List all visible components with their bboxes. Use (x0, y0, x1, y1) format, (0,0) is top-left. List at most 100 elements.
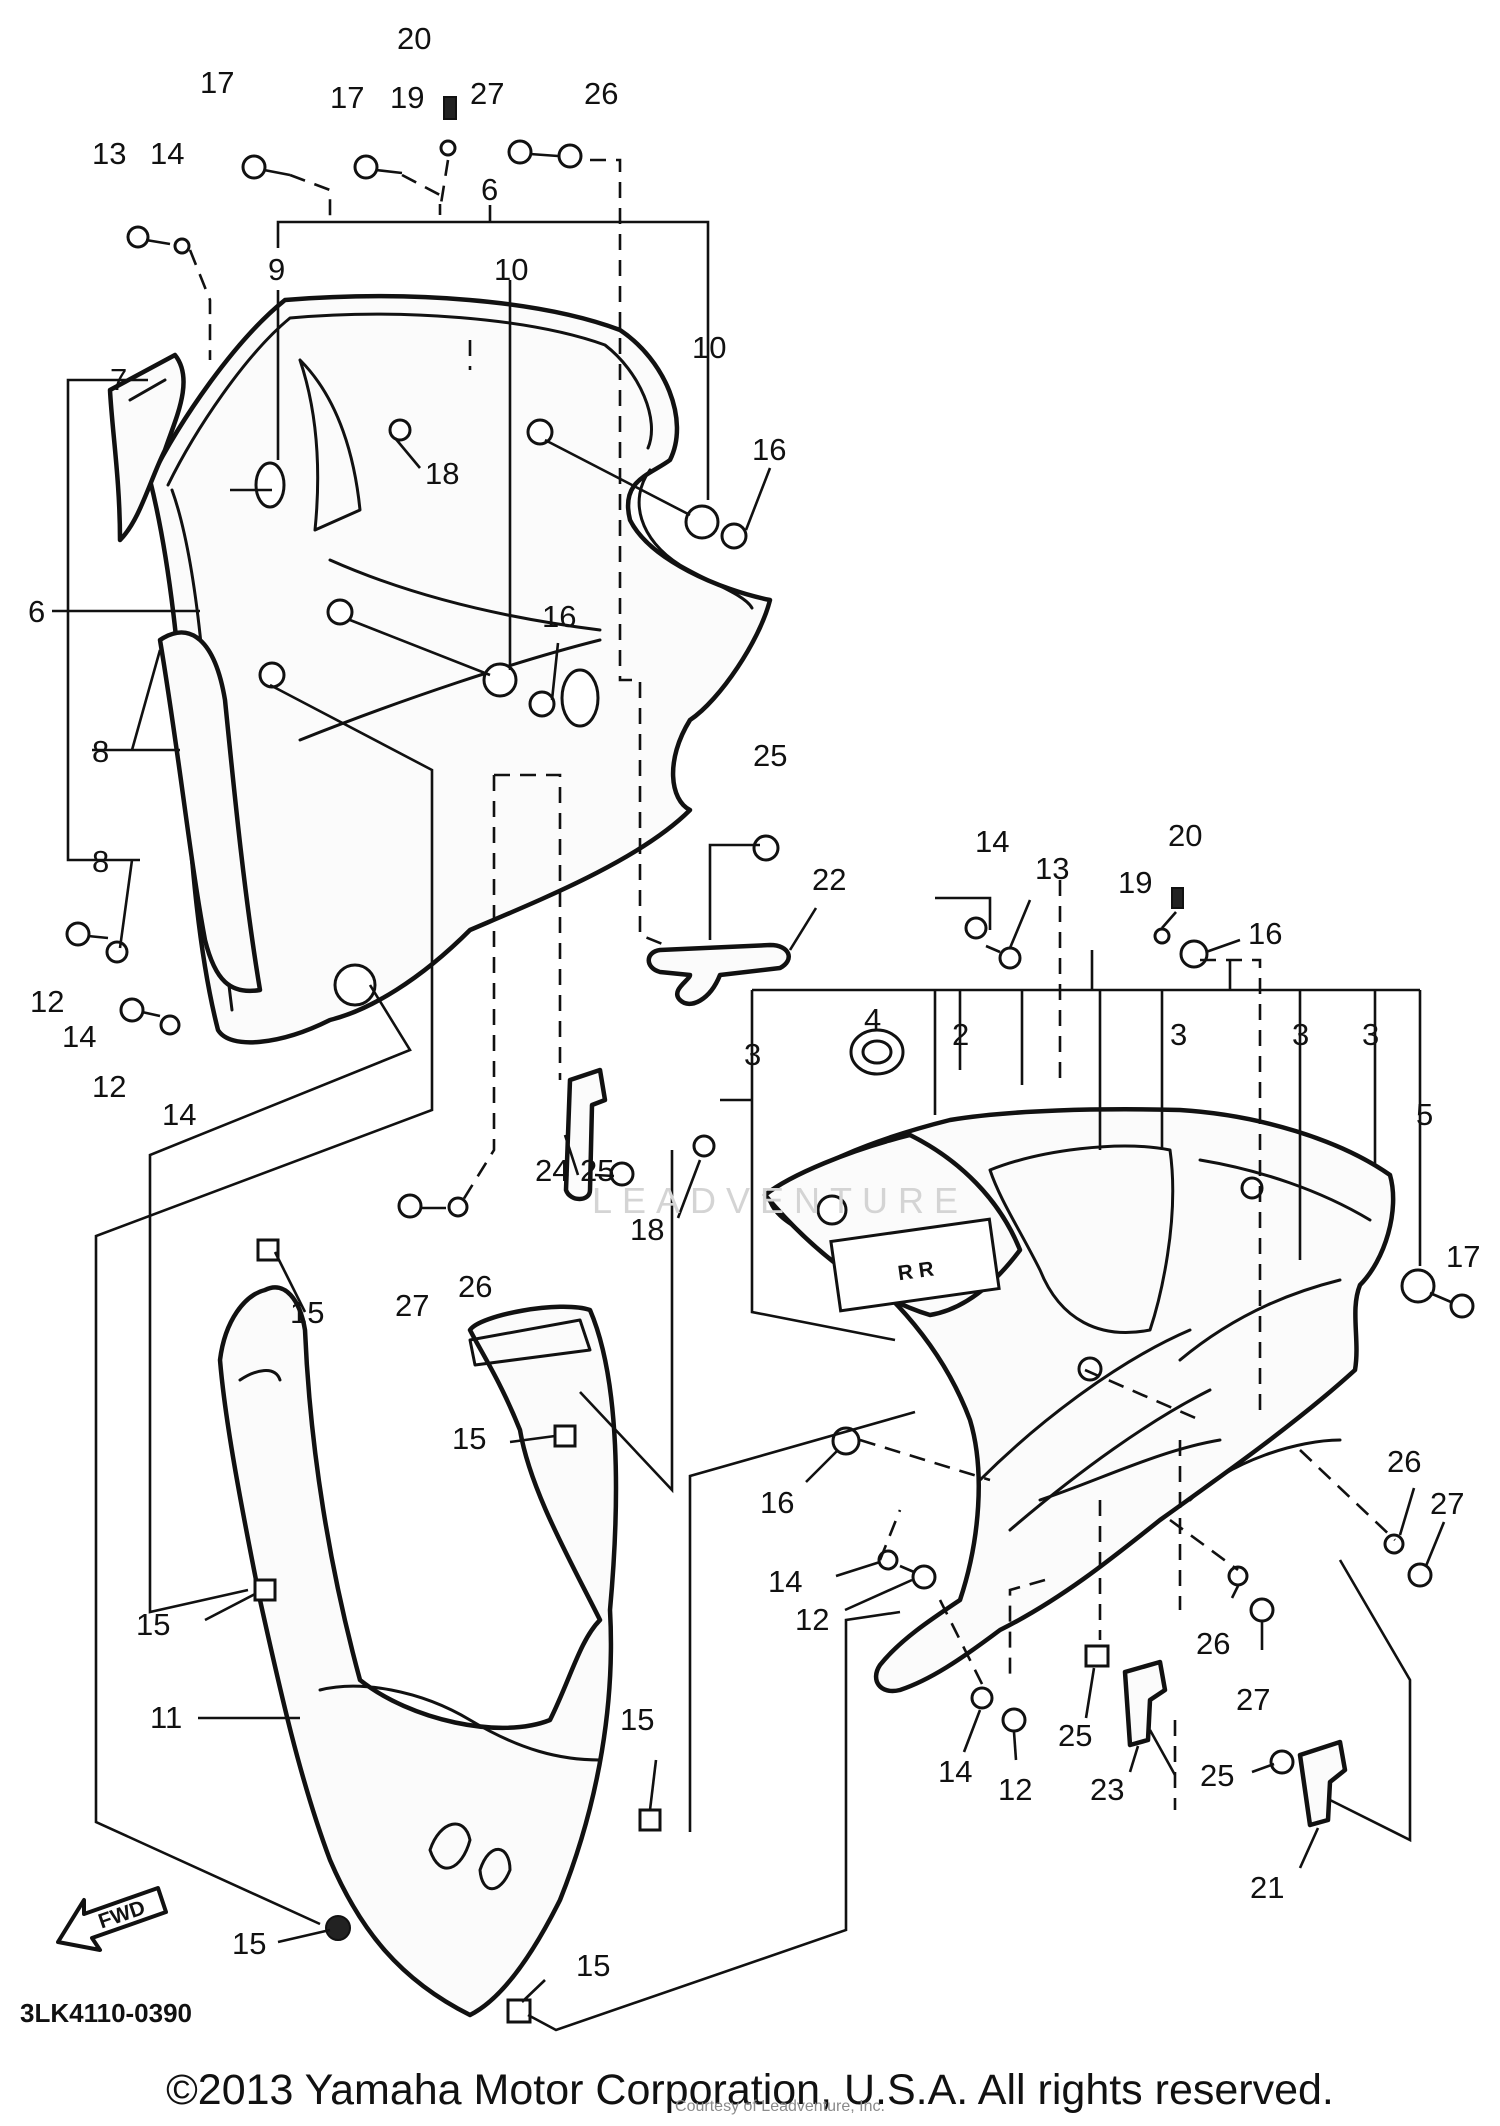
callout-15: 15 (232, 1926, 266, 1961)
callout-11: 11 (150, 1700, 182, 1735)
grommet-5 (1400, 1268, 1436, 1304)
washer-14-e (877, 1549, 899, 1571)
collar-27-d (1249, 1597, 1275, 1623)
nut-15-a (256, 1238, 280, 1262)
washer-14-c (159, 1014, 181, 1036)
callout-17: 17 (330, 80, 364, 115)
rivet-nut-upper (326, 418, 554, 626)
callout-10: 10 (692, 330, 726, 365)
callout-19: 19 (390, 80, 424, 115)
callout-10: 10 (494, 252, 528, 287)
washer-14-d (964, 916, 988, 940)
callout-26: 26 (1196, 1626, 1230, 1661)
callout-8: 8 (92, 844, 109, 879)
collar-27-a (507, 139, 559, 165)
decal-rr: R R (896, 1258, 935, 1286)
watermark: LEADVENTURE (591, 1180, 969, 1221)
nut-25-b (609, 1161, 635, 1187)
callout-14: 14 (938, 1754, 972, 1789)
callout-17: 17 (1446, 1239, 1480, 1274)
bolt-17-b (353, 154, 403, 180)
credit-line: Courtesy of Leadventure, Inc. (675, 2098, 885, 2115)
callout-25: 25 (580, 1153, 614, 1188)
grommet-9 (254, 461, 286, 509)
bolt-17-c (1429, 1291, 1475, 1319)
callout-6: 6 (28, 594, 45, 629)
inner-panel-8 (157, 630, 263, 994)
callout-15: 15 (136, 1607, 170, 1642)
washer-14-a (173, 237, 191, 255)
callout-26: 26 (584, 76, 618, 111)
callout-14: 14 (162, 1097, 196, 1132)
callout-9: 9 (268, 252, 285, 287)
nut-15-d (638, 1808, 662, 1832)
under-cowling-left (217, 1285, 619, 2018)
nut-25-d (1269, 1749, 1295, 1775)
callout-26: 26 (458, 1269, 492, 1304)
bolt-13-a (126, 225, 171, 249)
callout-24: 24 (535, 1153, 569, 1188)
callout-25: 25 (1058, 1718, 1092, 1753)
callout-26: 26 (1387, 1444, 1421, 1479)
assembly-dashed-lines (188, 158, 1396, 1810)
callout-14: 14 (62, 1019, 96, 1054)
washer-19-a (439, 139, 457, 157)
bracket-23 (1122, 1659, 1168, 1748)
bolt-12-a (65, 921, 109, 947)
callout-15: 15 (620, 1702, 654, 1737)
callout-12: 12 (92, 1069, 126, 1104)
clip-18-b (692, 1134, 716, 1158)
nut-15-b (553, 1424, 577, 1448)
nut-25-c (1084, 1644, 1110, 1668)
callout-14: 14 (975, 824, 1009, 859)
callout-8: 8 (92, 734, 109, 769)
callout-27: 27 (1430, 1486, 1464, 1521)
callout-25: 25 (753, 738, 787, 773)
callout-27: 27 (470, 76, 504, 111)
callout-23: 23 (1090, 1772, 1124, 1807)
callout-16: 16 (1248, 916, 1282, 951)
forward-arrow-marker: FWD (56, 1886, 168, 1952)
hardware (65, 96, 1475, 2024)
washer-26-a (557, 143, 583, 169)
callout-12: 12 (795, 1602, 829, 1637)
callout-20: 20 (397, 21, 431, 56)
callout-14: 14 (768, 1564, 802, 1599)
stay-22 (646, 942, 791, 1007)
bolt-17-a (241, 154, 291, 180)
callout-3: 3 (1292, 1017, 1309, 1052)
copyright-notice: ©2013 Yamaha Motor Corporation, U.S.A. A… (166, 2066, 1334, 2114)
callout-12: 12 (30, 984, 64, 1019)
grommet-10-b (482, 662, 518, 698)
callout-5: 5 (1416, 1097, 1433, 1132)
bolt-13-b (985, 944, 1022, 970)
callout-14: 14 (150, 136, 184, 171)
callout-labels: 20 17 17 19 27 26 13 14 6 9 10 10 7 18 1… (28, 21, 1480, 1983)
callout-21: 21 (1250, 1870, 1284, 1905)
washer-26-b (447, 1196, 469, 1218)
callout-18: 18 (425, 456, 459, 491)
callout-20: 20 (1168, 818, 1202, 853)
washer-26-d (1227, 1565, 1249, 1587)
nut-15-c (253, 1578, 277, 1602)
callout-6: 6 (481, 172, 498, 207)
screw-20-b (1171, 887, 1184, 909)
bracket-21 (1297, 1739, 1348, 1828)
collar-27-c (1407, 1562, 1433, 1588)
callout-27: 27 (1236, 1682, 1270, 1717)
callout-7: 7 (110, 362, 127, 397)
callout-25: 25 (1200, 1758, 1234, 1793)
callout-16: 16 (542, 599, 576, 634)
grommet-10-a (684, 504, 720, 540)
screw-20-a (443, 96, 457, 120)
callout-15: 15 (452, 1421, 486, 1456)
nut-15-e (325, 1915, 351, 1941)
callout-4: 4 (864, 1002, 881, 1037)
washer-14-b (105, 940, 129, 964)
callout-3: 3 (744, 1037, 761, 1072)
bolt-12-c (899, 1564, 937, 1590)
bolt-12-d (1001, 1707, 1027, 1733)
callout-3: 3 (1170, 1017, 1187, 1052)
nut-16-c (1179, 939, 1209, 969)
